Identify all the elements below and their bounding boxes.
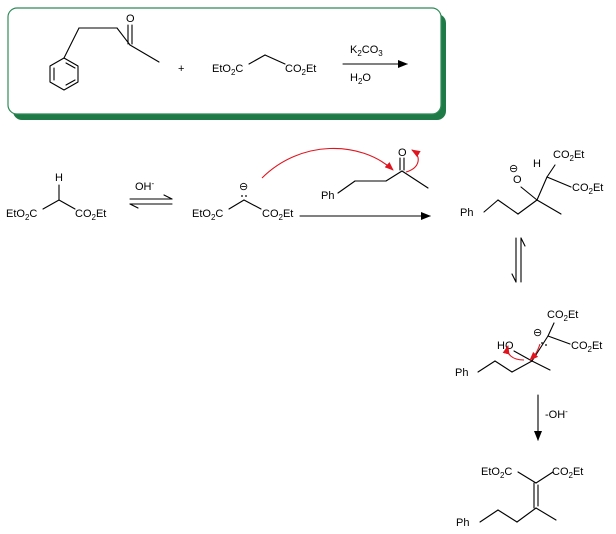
equilibrium-arrow-1 [129,194,173,209]
elimination-arrow-2 [502,345,525,361]
left-ester: EtO2C [6,208,37,222]
hydroxide-label: OH- [135,179,155,193]
adduct-ester-top: CO2Et [553,149,584,163]
plus-sign: + [178,63,184,75]
ketone-oxygen: O [126,13,135,25]
malonate-right-ester: CO2Et [285,63,316,77]
right-ester: CO2Et [75,208,106,222]
adduct-charge: ⊖ [509,163,518,175]
enolate-left-ester: EtO2C [192,208,223,222]
nucleophilic-attack-arrow [261,147,394,179]
reaction-box [7,7,442,115]
malonate-structure: H EtO2C CO2Et [6,172,106,222]
reagent-k2co3: K2CO3 [350,44,383,58]
ketone-oxygen-2: O [398,147,407,159]
carbonyl-arrow [405,149,421,173]
alkoxide-adduct: ⊖ O H Ph CO2Et CO2Et [460,149,603,219]
product-right-ester: CO2Et [552,466,583,480]
hydroxyl-group: HO [497,340,514,352]
product-left-ester: EtO2C [481,466,512,480]
ketone-structure: Ph O [321,147,429,202]
malonate-left-ester: EtO2C [212,63,243,77]
adduct-hydrogen: H [533,158,541,170]
enolate-right-ester: CO2Et [262,208,293,222]
carbanion-phenyl: Ph [455,367,468,379]
enolate-charge: ⊖ [239,181,248,193]
alkene-product: EtO2C CO2Et Ph [456,466,583,529]
carbanion-ester-top: CO2Et [547,309,578,323]
adduct-phenyl: Ph [460,207,473,219]
product-phenyl: Ph [456,517,469,529]
equilibrium-arrow-2 [511,237,526,283]
ketone-phenyl: Ph [321,190,334,202]
enolate-structure: ⊖ EtO2C CO2Et [192,181,293,222]
carbanion-charge: ⊖ [533,327,542,339]
elimination-arrow-1 [529,343,541,361]
benzylacetone-structure: O [49,13,160,91]
alpha-hydrogen: H [55,172,63,184]
carbanion-ester-right: CO2Et [571,340,602,354]
malonate-structure-box: EtO2C CO2Et [212,54,316,77]
solvent-h2o: H2O [350,72,371,86]
carbanion-intermediate: HO ⊖ Ph CO2Et CO2Et [455,309,602,379]
minus-hydroxide-label: -OH- [545,407,568,421]
adduct-oxygen: O [513,174,522,186]
adduct-ester-right: CO2Et [572,182,603,196]
